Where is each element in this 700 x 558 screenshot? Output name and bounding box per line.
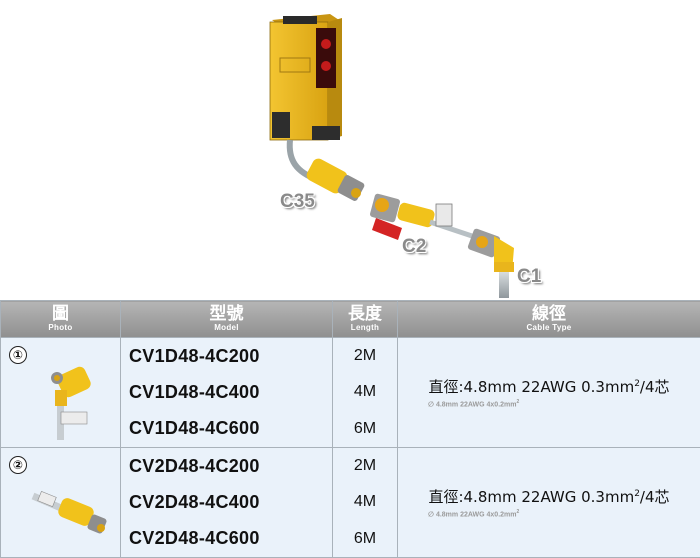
photo-cell: ② — [1, 448, 121, 558]
cable-spec-english: ∅ 4.8mm 22AWG 4x0.2mm2 — [398, 509, 700, 518]
length-cell: 2M 4M 6M — [333, 338, 398, 448]
callout-c1: C1 — [517, 266, 541, 288]
table-row: ① CV1D48-4C200 CV1D48-4C400 CV1D48-4C600 — [1, 338, 700, 448]
header-model: 型號 Model — [121, 301, 333, 338]
cable-length: 2M — [333, 457, 397, 475]
model-number: CV2D48-4C200 — [121, 456, 332, 477]
photo-sensor-body — [270, 14, 342, 140]
header-length: 長度 Length — [333, 301, 398, 338]
cable-length: 6M — [333, 530, 397, 548]
c1-connector — [467, 228, 514, 298]
sensor-assembly-image — [0, 0, 700, 300]
cable-spec-chinese: 直徑:4.8mm 22AWG 0.3mm2/4芯 — [398, 486, 700, 507]
cable-length: 6M — [333, 420, 397, 438]
cable-length: 4M — [333, 493, 397, 511]
model-number: CV1D48-4C600 — [121, 418, 332, 439]
c2-connector — [369, 193, 472, 240]
cable-length: 2M — [333, 347, 397, 365]
model-number: CV1D48-4C200 — [121, 346, 332, 367]
model-number: CV1D48-4C400 — [121, 382, 332, 403]
model-cell: CV1D48-4C200 CV1D48-4C400 CV1D48-4C600 — [121, 338, 333, 448]
product-illustration: C35 C2 C1 — [0, 0, 700, 300]
length-cell: 2M 4M 6M — [333, 448, 398, 558]
cable-length: 4M — [333, 383, 397, 401]
straight-connector-photo — [31, 460, 117, 554]
right-angle-connector-photo — [31, 350, 111, 444]
header-photo: 圖 Photo — [1, 301, 121, 338]
model-cell: CV2D48-4C200 CV2D48-4C400 CV2D48-4C600 — [121, 448, 333, 558]
row-number-badge: ② — [9, 456, 27, 474]
photo-cell: ① — [1, 338, 121, 448]
table-header-row: 圖 Photo 型號 Model 長度 Length 線徑 Cable Type — [1, 301, 700, 338]
cable-spec-english: ∅ 4.8mm 22AWG 4x0.2mm2 — [398, 399, 700, 408]
cable-type-cell: 直徑:4.8mm 22AWG 0.3mm2/4芯 ∅ 4.8mm 22AWG 4… — [398, 448, 700, 558]
model-number: CV2D48-4C400 — [121, 492, 332, 513]
callout-c2: C2 — [402, 236, 426, 258]
cable-spec-table: 圖 Photo 型號 Model 長度 Length 線徑 Cable Type… — [0, 300, 700, 558]
model-number: CV2D48-4C600 — [121, 528, 332, 549]
row-number-badge: ① — [9, 346, 27, 364]
cable-type-cell: 直徑:4.8mm 22AWG 0.3mm2/4芯 ∅ 4.8mm 22AWG 4… — [398, 338, 700, 448]
cable-spec-chinese: 直徑:4.8mm 22AWG 0.3mm2/4芯 — [398, 376, 700, 397]
callout-c35: C35 — [280, 191, 315, 213]
header-cable-type: 線徑 Cable Type — [398, 301, 700, 338]
table-row: ② CV2D48-4C200 CV2D48-4C400 CV2D48-4C600 — [1, 448, 700, 558]
